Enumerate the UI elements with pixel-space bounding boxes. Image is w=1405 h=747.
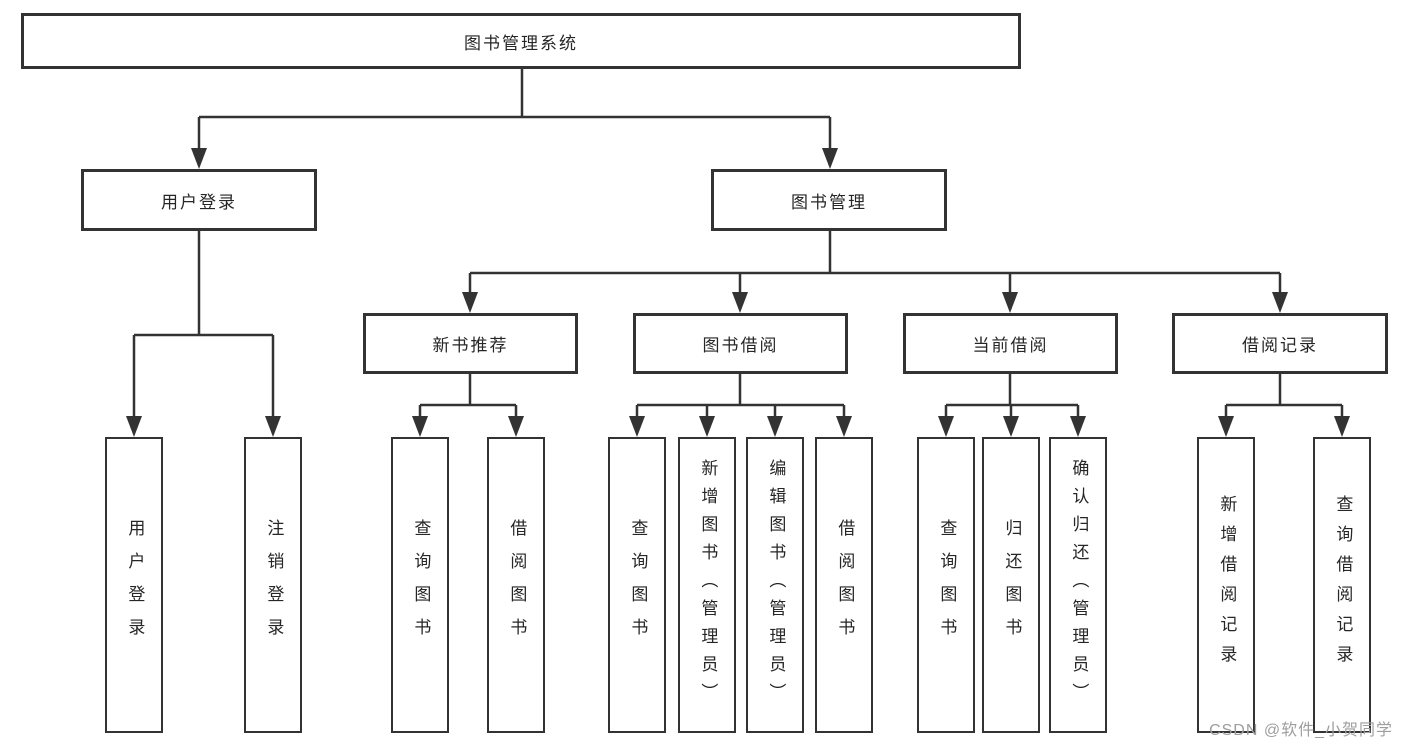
leaf-label: 用户登录 bbox=[125, 519, 145, 651]
node-leaf-query-borrow-record: 查询借阅记录 bbox=[1313, 437, 1371, 733]
leaf-label: 借阅图书 bbox=[507, 519, 527, 651]
node-leaf-add-borrow-record: 新增借阅记录 bbox=[1197, 437, 1255, 733]
node-root-system: 图书管理系统 bbox=[21, 13, 1021, 69]
leaf-label: 查询借阅记录 bbox=[1333, 495, 1353, 675]
node-leaf-confirm-return-admin: 确认归还（管理员） bbox=[1049, 437, 1107, 733]
node-root-label: 图书管理系统 bbox=[464, 33, 578, 53]
node-leaf-logout: 注销登录 bbox=[244, 437, 302, 733]
leaf-label: 归还图书 bbox=[1002, 519, 1022, 651]
leaf-label: 借阅图书 bbox=[835, 519, 855, 651]
leaf-label: 新增图书（管理员） bbox=[698, 459, 718, 711]
node-leaf-return-books: 归还图书 bbox=[982, 437, 1040, 733]
node-book-management: 图书管理 bbox=[711, 169, 947, 231]
leaf-label: 查询图书 bbox=[937, 519, 957, 651]
leaf-label: 查询图书 bbox=[411, 519, 431, 651]
leaf-label: 查询图书 bbox=[628, 519, 648, 651]
node-current-borrow-label: 当前借阅 bbox=[972, 336, 1049, 355]
node-borrow-records-label: 借阅记录 bbox=[1242, 336, 1318, 355]
node-user-login-label: 用户登录 bbox=[161, 192, 237, 212]
node-leaf-query-books-2: 查询图书 bbox=[608, 437, 666, 733]
leaf-label: 确认归还（管理员） bbox=[1069, 459, 1089, 711]
node-leaf-borrow-books-1: 借阅图书 bbox=[487, 437, 545, 733]
node-leaf-add-book-admin: 新增图书（管理员） bbox=[678, 437, 736, 733]
leaf-label: 新增借阅记录 bbox=[1217, 495, 1237, 675]
node-book-borrow-label: 图书借阅 bbox=[702, 336, 779, 355]
node-leaf-user-login: 用户登录 bbox=[105, 437, 163, 733]
leaf-label: 注销登录 bbox=[264, 519, 284, 651]
node-book-management-label: 图书管理 bbox=[791, 192, 867, 212]
node-book-borrow: 图书借阅 bbox=[633, 313, 848, 374]
leaf-label: 编辑图书（管理员） bbox=[766, 459, 786, 711]
node-leaf-borrow-books-2: 借阅图书 bbox=[815, 437, 873, 733]
node-new-book-recommend-label: 新书推荐 bbox=[432, 336, 509, 355]
node-current-borrow: 当前借阅 bbox=[903, 313, 1118, 374]
node-leaf-edit-book-admin: 编辑图书（管理员） bbox=[746, 437, 804, 733]
csdn-watermark: CSDN @软件_小贺同学 bbox=[1209, 722, 1393, 739]
node-leaf-query-books-1: 查询图书 bbox=[391, 437, 449, 733]
node-borrow-records: 借阅记录 bbox=[1172, 313, 1388, 374]
node-user-login: 用户登录 bbox=[81, 169, 317, 231]
node-leaf-query-books-3: 查询图书 bbox=[917, 437, 975, 733]
node-new-book-recommend: 新书推荐 bbox=[363, 313, 578, 374]
